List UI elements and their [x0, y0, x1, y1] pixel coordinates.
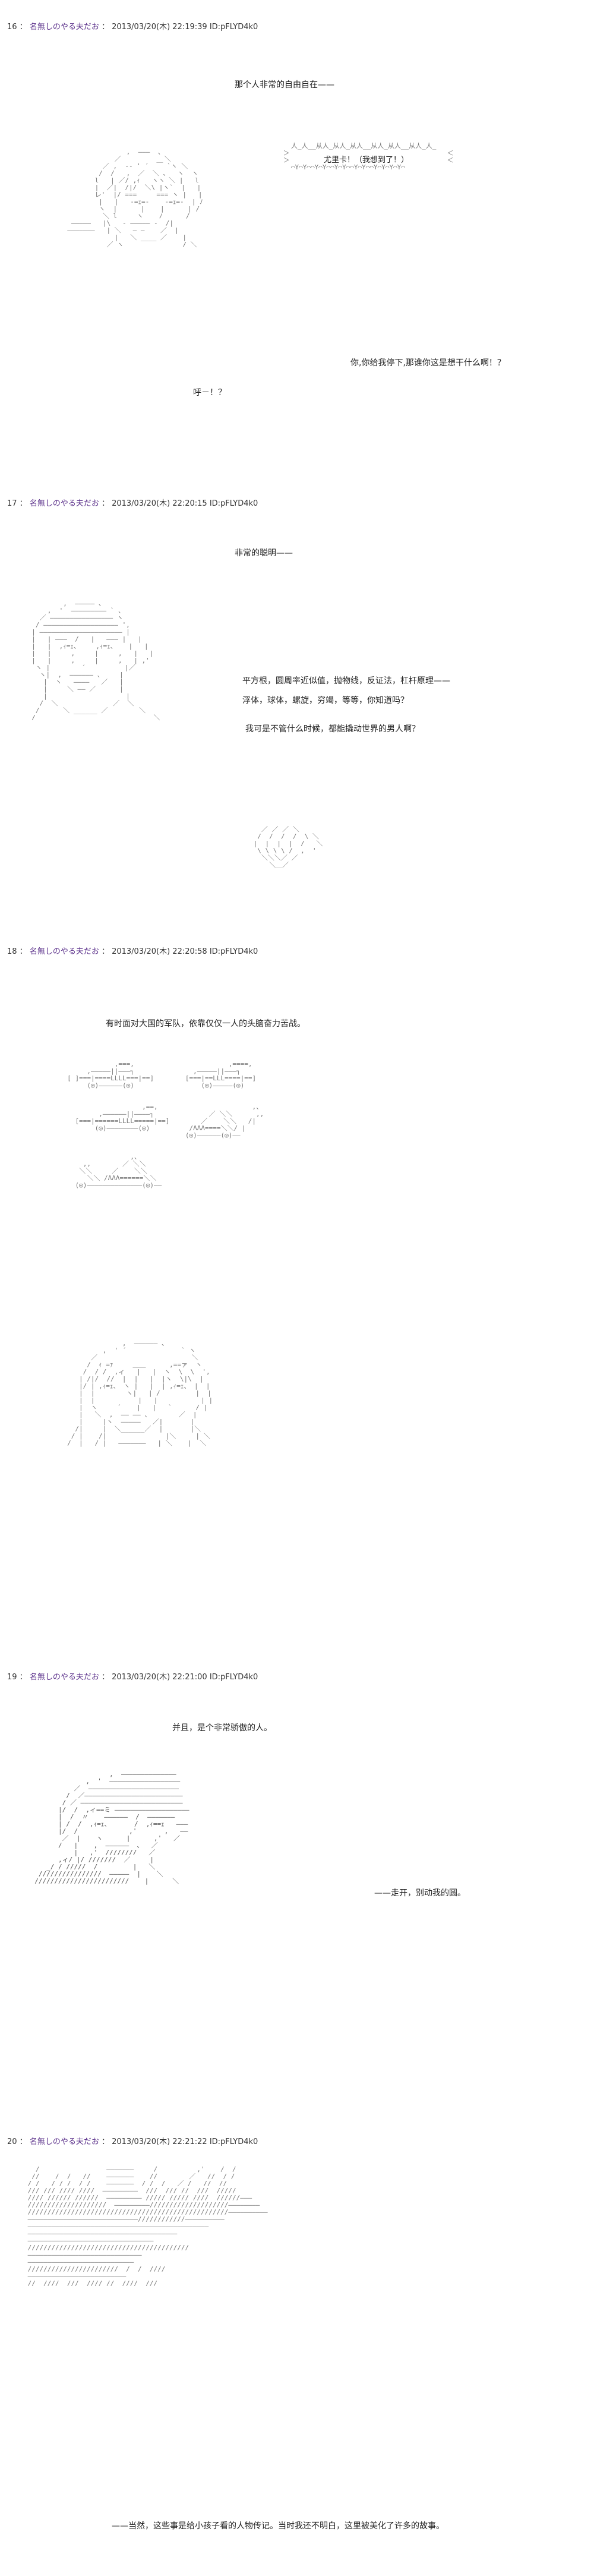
- post-header: 17 ： 名無しのやる夫だお ： 2013/03/20(木) 22:20:15 …: [7, 499, 258, 508]
- post-datetime: 2013/03/20(木) 22:19:39: [112, 23, 207, 31]
- post-text: 有时面对大国的军队，依靠仅仅一人的头脑奋力苦战。: [106, 1019, 305, 1029]
- post-text: ——当然，这些事是给小孩子看的人物传记。当时我还不明白，这里被美化了许多的故事。: [112, 2521, 444, 2531]
- post-id: ID:pFLYD4k0: [209, 947, 258, 956]
- post-id: ID:pFLYD4k0: [209, 1673, 258, 1682]
- ascii-art-figure: , ―――――― 、 , ' ´ ` ヽ ／ ＼ / ｨ =ｧ ＿＿ ,==ァ …: [67, 1339, 213, 1447]
- post-text: 那个人非常的自由自在——: [235, 80, 334, 90]
- post-datetime: 2013/03/20(木) 22:21:22: [112, 2137, 207, 2146]
- poster-name[interactable]: 名無しのやる夫だお: [29, 2137, 99, 2146]
- post-header: 20 ： 名無しのやる夫だお ： 2013/03/20(木) 22:21:22 …: [7, 2137, 258, 2146]
- post-text: 平方根，圆周率近似值，抛物线，反证法，杠杆原理——: [242, 676, 450, 686]
- ascii-art-speed-lines: / ――――――― / ,' / / // / / // ――――――― // …: [27, 2165, 268, 2287]
- ascii-art-figure: , ――――― 、 , ' ――――――――― ` 、 ／ ――――――――――…: [31, 600, 160, 721]
- post-text: 非常的聪明——: [235, 548, 293, 558]
- post-id: ID:pFLYD4k0: [209, 23, 258, 31]
- post-18: 18 ： 名無しのやる夫だお ： 2013/03/20(木) 22:20:58 …: [0, 933, 594, 1667]
- ascii-art-figure: , ――― 、 ／ ＼ ／ , -‐ ' ´ ￣ `ヽ ＼ / / , ／ ＼ …: [67, 148, 203, 248]
- poster-name[interactable]: 名無しのやる夫だお: [29, 1673, 99, 1682]
- poster-name[interactable]: 名無しのやる夫だお: [29, 499, 99, 508]
- ascii-art-figure: , ―――――――――――――― , ' ―――――――――――――――――― …: [34, 1770, 189, 1885]
- poster-name[interactable]: 名無しのやる夫だお: [29, 23, 99, 31]
- post-20: 20 ： 名無しのやる夫だお ： 2013/03/20(木) 22:21:22 …: [0, 2130, 594, 2576]
- post-text: 你,你给我停下,那谁你这是想干什么啊！？: [350, 358, 505, 368]
- post-datetime: 2013/03/20(木) 22:21:00: [112, 1673, 207, 1682]
- post-16: 16 ： 名無しのやる夫だお ： 2013/03/20(木) 22:19:39 …: [0, 0, 594, 493]
- post-text: 尤里卡！（我想到了！）: [324, 156, 409, 165]
- post-datetime: 2013/03/20(木) 22:20:58: [112, 947, 207, 956]
- post-text: 我可是不管什么时候，都能撬动世界的男人啊？: [245, 724, 420, 734]
- post-text: 浮体，球体，螺旋，穷竭，等等，你知道吗？: [242, 696, 409, 705]
- post-id: ID:pFLYD4k0: [209, 499, 258, 508]
- post-17: 17 ： 名無しのやる夫だお ： 2013/03/20(木) 22:20:15 …: [0, 493, 594, 933]
- ascii-art-hand: ／ ／ ／ ＼ / / / / \ ＼ | | | | / ＼ \ \ \ \ …: [253, 825, 323, 869]
- post-header: 19 ： 名無しのやる夫だお ： 2013/03/20(木) 22:21:00 …: [7, 1673, 258, 1682]
- post-text: 并且，是个非常骄傲的人。: [172, 1723, 272, 1733]
- poster-name[interactable]: 名無しのやる夫だお: [29, 947, 99, 956]
- post-text: ——走开，别动我的圆。: [374, 1888, 466, 1898]
- ascii-art-speech: 人_人__从人_从人_从人__从人_从人__从人_人_ ＞ ＜ ＞ ＜ ⌒Y⌒Y…: [283, 142, 454, 171]
- post-19: 19 ： 名無しのやる夫だお ： 2013/03/20(木) 22:21:00 …: [0, 1667, 594, 2130]
- post-id: ID:pFLYD4k0: [209, 2137, 258, 2146]
- post-header: 16 ： 名無しのやる夫だお ： 2013/03/20(木) 22:19:39 …: [7, 23, 258, 31]
- post-text: 呼－！？: [193, 388, 226, 398]
- ascii-art-weapons: ,===, ,====, ,―――――||―――┐ ,―――――||―――┐ […: [67, 1060, 264, 1189]
- post-datetime: 2013/03/20(木) 22:20:15: [112, 499, 207, 508]
- post-header: 18 ： 名無しのやる夫だお ： 2013/03/20(木) 22:20:58 …: [7, 947, 258, 956]
